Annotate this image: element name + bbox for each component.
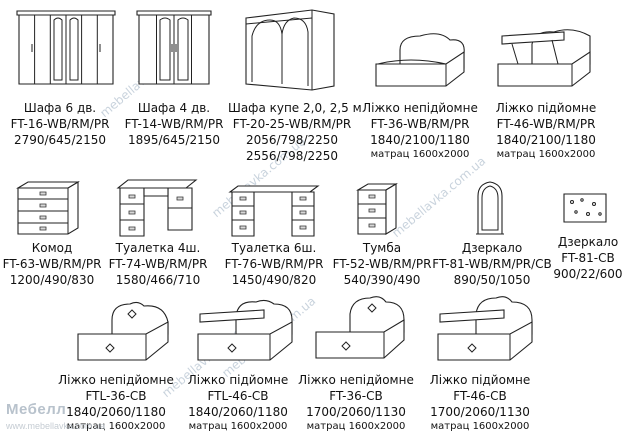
- item-caption: Ліжко непідйомне FTL-36-CB 1840/2060/118…: [56, 372, 176, 434]
- item-dims: 890/50/1050: [453, 273, 531, 287]
- item-caption: Ліжко підйомне FT-46-CB 1700/2060/1130 м…: [418, 372, 542, 434]
- item-code: FT-20-25-WB/RM/PR: [232, 117, 352, 131]
- bed-icon: [368, 28, 472, 94]
- item-title: Ліжко непідйомне: [58, 373, 174, 387]
- dressing-table-4-drawer-icon: [112, 176, 202, 238]
- item-dims: 1840/2100/1180: [496, 133, 596, 147]
- item-caption: Дзеркало FT-81-WB/RM/PR/CB 890/50/1050: [430, 240, 554, 288]
- wardrobe-4-door-icon: [132, 8, 216, 88]
- item-caption: Ліжко непідйомне FT-36-WB/RM/PR 1840/210…: [356, 100, 484, 162]
- item-caption: Шафа 4 дв. FT-14-WB/RM/PR 1895/645/2150: [120, 100, 228, 148]
- chest-of-drawers-icon: [10, 180, 84, 236]
- item-code: FTL-36-CB: [85, 389, 147, 403]
- item-code: FT-46-CB: [453, 389, 507, 403]
- item-note: матрац 1600х2000: [496, 149, 596, 160]
- lift-bed-icon: [490, 24, 600, 94]
- item-dims: 1840/2060/1180: [188, 405, 288, 419]
- item-dims: 1895/645/2150: [127, 133, 221, 147]
- item-title: Ліжко непідйомне: [362, 101, 478, 115]
- logo-url: www.mebellavka.com.ua: [6, 421, 106, 431]
- item-note: матрац 1600х2000: [188, 421, 288, 432]
- bed-cb-icon: [70, 296, 174, 364]
- item-title: Дзеркало: [461, 241, 523, 255]
- item-title: Ліжко підйомне: [495, 101, 597, 115]
- item-title: Комод: [31, 241, 73, 255]
- item-caption: Туалетка 4ш. FT-74-WB/RM/PR 1580/466/710: [100, 240, 216, 288]
- item-dims: 2556/798/2250: [245, 149, 339, 163]
- item-caption: Тумба FT-52-WB/RM/PR 540/390/490: [320, 240, 444, 288]
- item-dims: 1700/2060/1130: [430, 405, 530, 419]
- item-note: матрац 1600х2000: [430, 421, 530, 432]
- item-code: FT-16-WB/RM/PR: [10, 117, 110, 131]
- item-title: Тумба: [362, 241, 402, 255]
- item-code: FT-63-WB/RM/PR: [2, 257, 102, 271]
- item-dims: 2790/645/2150: [13, 133, 107, 147]
- item-caption: Комод FT-63-WB/RM/PR 1200/490/830: [0, 240, 104, 288]
- sliding-wardrobe-icon: [240, 6, 340, 92]
- mirror-panel-icon: [560, 192, 610, 224]
- wardrobe-6-door-icon: [12, 8, 120, 88]
- item-dims: 1200/490/830: [9, 273, 95, 287]
- bed-cb-small-icon: [308, 292, 412, 364]
- item-note: матрац 1600х2000: [66, 421, 166, 432]
- item-dims: 2056/798/2250: [245, 133, 339, 147]
- item-dims: 540/390/490: [343, 273, 421, 287]
- item-dims: 1580/466/710: [115, 273, 201, 287]
- item-caption: Туалетка 6ш. FT-76-WB/RM/PR 1450/490/820: [214, 240, 334, 288]
- item-caption: Шафа купе 2,0, 2,5 м FT-20-25-WB/RM/PR 2…: [228, 100, 362, 164]
- item-dims: 1840/2100/1180: [370, 133, 470, 147]
- lift-bed-cb-small-icon: [430, 292, 540, 364]
- item-dims: 1450/490/820: [231, 273, 317, 287]
- dressing-table-6-drawer-icon: [224, 182, 324, 238]
- item-title: Шафа 4 дв.: [137, 101, 211, 115]
- item-caption: Шафа 6 дв. FT-16-WB/RM/PR 2790/645/2150: [0, 100, 120, 148]
- item-code: FT-76-WB/RM/PR: [224, 257, 324, 271]
- mirror-frame-icon: [470, 180, 510, 236]
- item-code: FT-52-WB/RM/PR: [332, 257, 432, 271]
- lift-bed-cb-icon: [190, 294, 300, 364]
- nightstand-icon: [352, 182, 402, 236]
- store-logo: Мебелл www.mebellavka.com.ua: [0, 391, 118, 437]
- item-title: Ліжко непідйомне: [298, 373, 414, 387]
- item-title: Шафа купе 2,0, 2,5 м: [228, 101, 362, 115]
- item-code: FT-74-WB/RM/PR: [108, 257, 208, 271]
- item-dims: 1840/2060/1180: [66, 405, 166, 419]
- item-note: матрац 1600х2000: [306, 421, 406, 432]
- item-title: Шафа 6 дв.: [23, 101, 97, 115]
- item-title: Ліжко підйомне: [187, 373, 289, 387]
- logo-name: Мебелл: [6, 401, 67, 418]
- item-code: FT-81-WB/RM/PR/CB: [432, 257, 552, 271]
- item-code: FT-36-CB: [329, 389, 383, 403]
- item-title: Туалетка 4ш.: [115, 241, 201, 255]
- item-code: FT-46-WB/RM/PR: [496, 117, 596, 131]
- item-caption: Ліжко підйомне FTL-46-CB 1840/2060/1180 …: [176, 372, 300, 434]
- item-code: FT-14-WB/RM/PR: [124, 117, 224, 131]
- item-code: FT-36-WB/RM/PR: [370, 117, 470, 131]
- item-dims: 900/22/600: [553, 267, 623, 281]
- item-dims: 1700/2060/1130: [306, 405, 406, 419]
- item-title: Туалетка 6ш.: [231, 241, 317, 255]
- item-caption: Ліжко непідйомне FT-36-CB 1700/2060/1130…: [294, 372, 418, 434]
- item-code: FT-81-CB: [561, 251, 615, 265]
- item-caption: Дзеркало FT-81-CB 900/22/600: [548, 234, 628, 282]
- item-caption: Ліжко підйомне FT-46-WB/RM/PR 1840/2100/…: [482, 100, 610, 162]
- item-note: матрац 1600х2000: [370, 149, 470, 160]
- item-title: Дзеркало: [557, 235, 619, 249]
- item-code: FTL-46-CB: [207, 389, 269, 403]
- item-title: Ліжко підйомне: [429, 373, 531, 387]
